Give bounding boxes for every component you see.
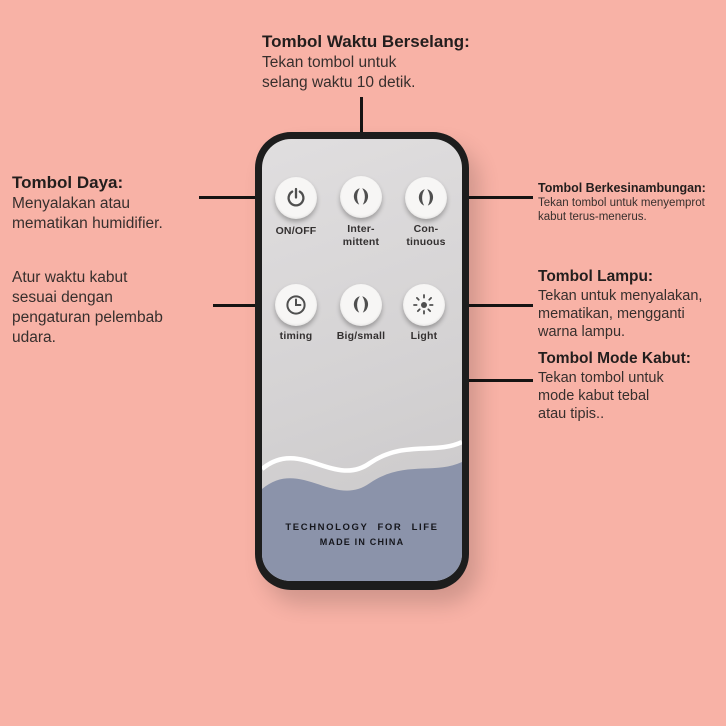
annotation-intermittent-line: selang waktu 10 detik.: [262, 74, 416, 91]
continuous-button-label: Con- tinuous: [406, 223, 446, 248]
annotation-light-line: warna lampu.: [538, 324, 626, 340]
annotation-intermittent: Tombol Waktu Berselang: Tekan tombol unt…: [262, 31, 492, 93]
annotation-light: Tombol Lampu: Tekan untuk menyalakan, me…: [538, 266, 718, 341]
light-button: [403, 284, 445, 326]
clock-icon: [284, 293, 308, 317]
intermittent-button-label: Inter- mittent: [342, 223, 380, 248]
annotation-power-line: Menyalakan atau: [12, 195, 131, 212]
mist-icon: [349, 185, 373, 209]
annotation-light-line: mematikan, mengganti: [538, 306, 685, 322]
pointer-line-power: [199, 196, 279, 199]
annotation-light-title: Tombol Lampu:: [538, 268, 654, 285]
annotation-timing: Atur waktu kabut sesuai dengan pengatura…: [12, 268, 222, 348]
annotation-timing-line: Atur waktu kabut: [12, 269, 128, 286]
mist-icon: [349, 293, 373, 317]
power-button: [275, 177, 317, 219]
annotation-mist-mode-title: Tombol Mode Kabut:: [538, 350, 691, 367]
annotation-continuous-line: kabut terus-menerus.: [538, 211, 647, 223]
remote-control: ON/OFF Inter- mittent Con- tinuous: [255, 132, 469, 590]
annotation-mist-mode-line: mode kabut tebal: [538, 388, 650, 404]
intermittent-button: [340, 176, 382, 218]
pointer-line-timing: [213, 304, 278, 307]
continuous-button: [405, 177, 447, 219]
remote-footer-brand-text: TECHNOLOGY FOR LIFE: [285, 522, 439, 533]
pointer-line-light: [451, 304, 533, 307]
annotation-timing-line: sesuai dengan: [12, 289, 113, 306]
timing-button: [275, 284, 317, 326]
annotation-timing-line: pengaturan pelembab: [12, 309, 163, 326]
pointer-line-continuous: [449, 196, 533, 199]
annotation-light-line: Tekan untuk menyalakan,: [538, 288, 703, 304]
annotation-continuous: Tombol Berkesinambungan: Tekan tombol un…: [538, 180, 718, 224]
annotation-intermittent-line: Tekan tombol untuk: [262, 54, 397, 71]
annotation-mist-mode-line: Tekan tombol untuk: [538, 370, 664, 386]
power-button-label: ON/OFF: [275, 225, 317, 237]
annotation-power-line: mematikan humidifier.: [12, 215, 163, 232]
annotation-mist-mode: Tombol Mode Kabut: Tekan tombol untuk mo…: [538, 348, 718, 423]
annotation-power: Tombol Daya: Menyalakan atau mematikan h…: [12, 172, 222, 234]
annotation-timing-line: udara.: [12, 329, 56, 346]
annotation-intermittent-title: Tombol Waktu Berselang:: [262, 32, 470, 51]
annotation-continuous-title: Tombol Berkesinambungan:: [538, 181, 706, 195]
annotation-mist-mode-line: atau tipis..: [538, 406, 605, 422]
remote-footer-origin-text: MADE IN CHINA: [319, 537, 405, 547]
mist-mode-button: [340, 284, 382, 326]
sun-icon: [412, 293, 436, 317]
mist-mode-button-label: Big/small: [336, 330, 386, 342]
timing-button-label: timing: [279, 330, 313, 342]
annotation-continuous-line: Tekan tombol untuk menyemprot: [538, 197, 705, 209]
power-icon: [284, 186, 308, 210]
light-button-label: Light: [410, 330, 438, 342]
wave-decoration: [262, 439, 462, 581]
mist-icon: [414, 186, 438, 210]
annotation-power-title: Tombol Daya:: [12, 173, 124, 192]
